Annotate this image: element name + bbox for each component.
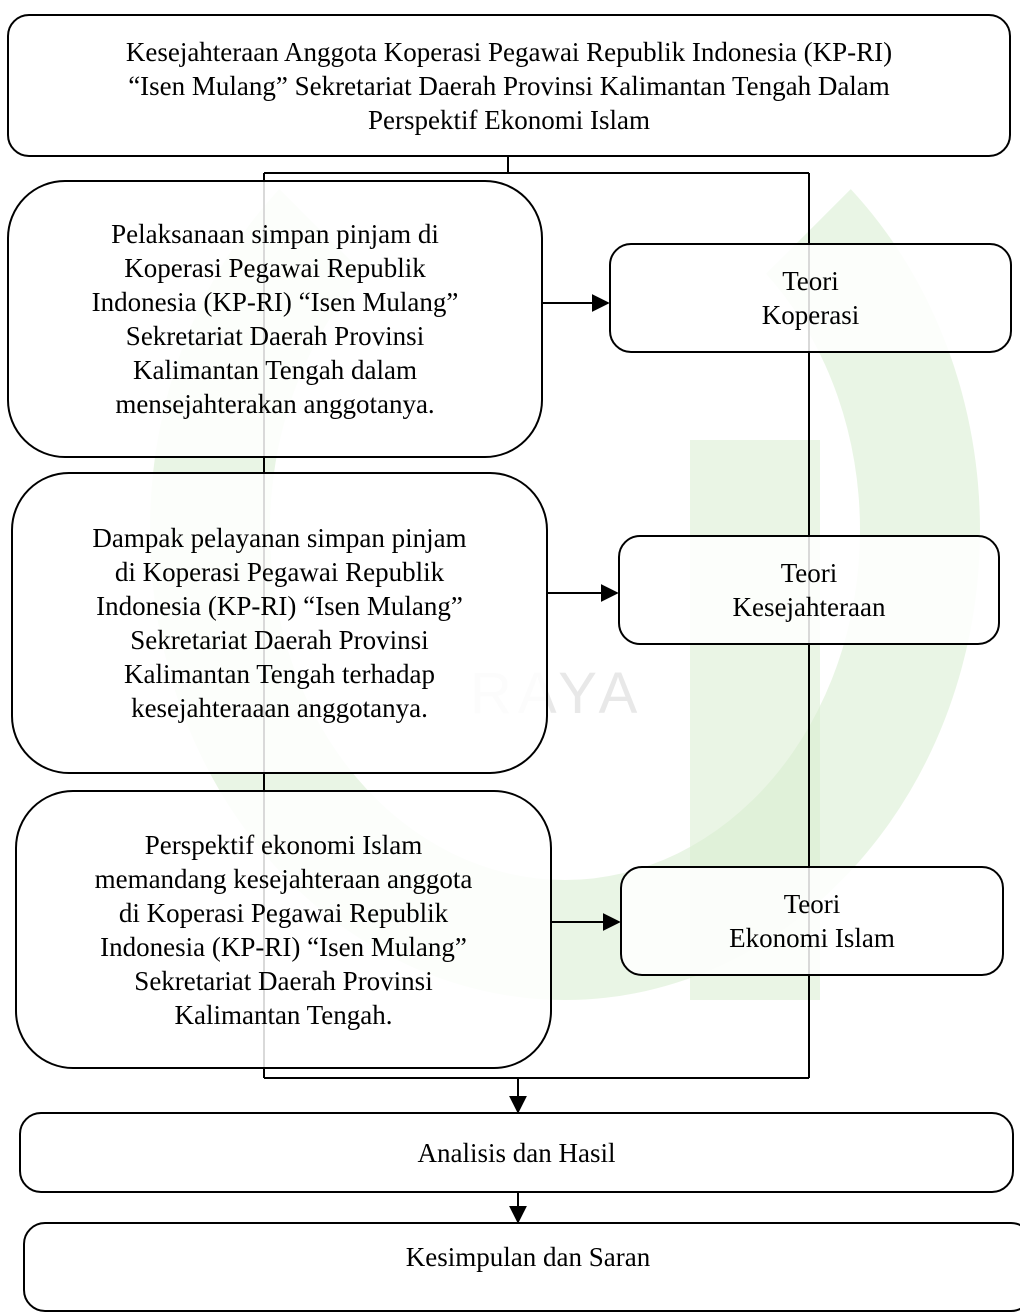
problem-box-dampak-pelayanan: Dampak pelayanan simpan pinjam di Kopera…: [11, 472, 548, 774]
title-box: Kesejahteraan Anggota Koperasi Pegawai R…: [7, 14, 1011, 157]
theory-box-ekonomi-islam: Teori Ekonomi Islam: [620, 866, 1004, 976]
theory-box-kesejahteraan: Teori Kesejahteraan: [618, 535, 1000, 645]
theory-box-koperasi: Teori Koperasi: [609, 243, 1012, 353]
conclusion-box: Kesimpulan dan Saran: [23, 1222, 1020, 1312]
problem-box-simpan-pinjam: Pelaksanaan simpan pinjam di Koperasi Pe…: [7, 180, 543, 458]
problem-box-perspektif-ekonomi-islam: Perspektif ekonomi Islam memandang kesej…: [15, 790, 552, 1069]
analysis-box: Analisis dan Hasil: [19, 1112, 1014, 1193]
